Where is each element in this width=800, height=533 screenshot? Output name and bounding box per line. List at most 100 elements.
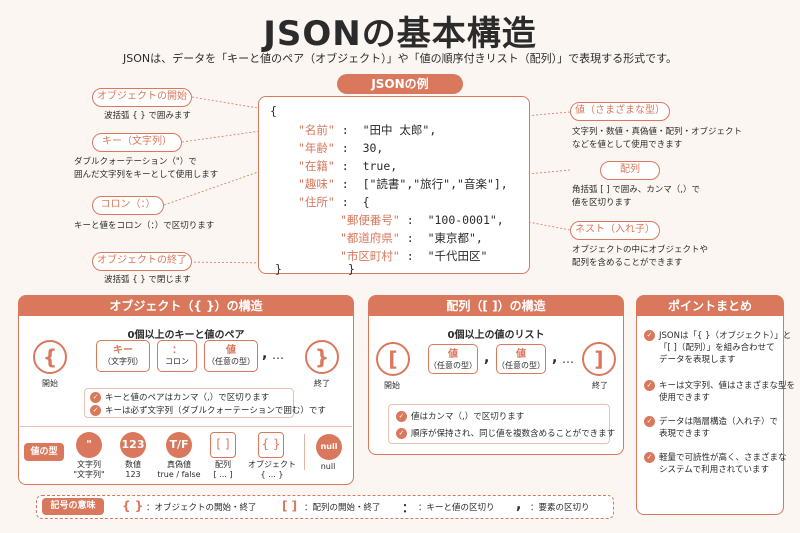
symbol-legend [36, 495, 614, 519]
note-desc: などを値として使用できます [572, 140, 683, 150]
legend-desc: ：要素の区切り [530, 503, 590, 513]
note-desc: ダブルクォーテーション（"）で [74, 157, 197, 167]
value-box-label: 値 [226, 345, 236, 356]
type-label: null [320, 462, 336, 471]
code-example-box [258, 96, 530, 274]
string-type-icon: " [76, 432, 102, 458]
code-key: "市区町村" [340, 249, 400, 263]
type-label: オブジェクト{ ... } [248, 460, 296, 479]
code-line: "住所" : { [298, 194, 370, 210]
code-value: : 30, [341, 141, 384, 155]
note-colon: コロン（：） [92, 196, 164, 215]
code-value: : "千代田区" [406, 249, 488, 263]
point-item: ✓JSONは「{ }（オブジェクト）」と「[ ]（配列）」を組み合わせてデータを… [644, 330, 791, 366]
array-panel-header: 配列（[ ]）の構造 [369, 296, 623, 316]
check-icon: ✓ [644, 330, 655, 341]
code-key: "住所" [298, 195, 335, 209]
code-line: "名前" : "田中 太郎", [298, 122, 436, 138]
note-array: 配列 [600, 161, 660, 180]
points-panel: ポイントまとめ [636, 295, 784, 515]
type-label: 配列[ ... ] [213, 460, 233, 479]
object-open-icon: { [33, 340, 67, 374]
note-key: キー（文字列） [92, 133, 182, 152]
start-label: 開始 [384, 381, 400, 390]
value-box: 値 （任意の型） [496, 344, 546, 374]
array-notes-box [388, 404, 610, 444]
code-value: : "100-0001", [406, 213, 504, 227]
check-icon: ✓ [644, 452, 655, 463]
comma-symbol: , [484, 350, 490, 366]
note-text: キーは必ず文字列（ダブルクォーテーションで囲む）です [105, 406, 326, 416]
note-desc: キーと値をコロン（：）で区切ります [74, 221, 215, 231]
value-box-sub: （任意の型） [207, 357, 255, 366]
code-value: : true, [341, 159, 398, 173]
example-header: JSONの例 [337, 74, 463, 94]
legend-tag: 記号の意味 [42, 498, 104, 515]
code-key: "在籍" [298, 159, 335, 173]
code-value: : "田中 太郎", [341, 123, 437, 137]
code-key: "趣味" [298, 177, 335, 191]
array-type-icon: [ ] [210, 432, 236, 458]
array-caption: 0個以上の値のリスト [447, 330, 545, 341]
bracket-symbol: [ ] [282, 499, 298, 513]
object-caption: 0個以上のキーと値のペア [127, 330, 245, 341]
code-key: "郵便番号" [340, 213, 400, 227]
end-label: 終了 [314, 379, 330, 388]
note-desc: 文字列・数値・真偽値・配列・オブジェクト [572, 127, 743, 137]
check-icon: ✓ [90, 392, 101, 403]
note-desc: 値を区切ります [572, 198, 632, 208]
note-desc: オブジェクトの中にオブジェクトや [572, 245, 709, 255]
colon-box: ： コロン [157, 340, 197, 372]
object-panel-header: オブジェクト（{ }）の構造 [19, 296, 353, 316]
number-type-icon: 123 [120, 432, 146, 458]
comma-symbol: , [552, 350, 558, 366]
check-icon: ✓ [90, 405, 101, 416]
code-line: "年齢" : 30, [298, 140, 383, 156]
page-title: JSONの基本構造 [263, 14, 537, 54]
code-line: } [275, 262, 282, 276]
null-type-icon: null [316, 434, 342, 460]
divider [304, 434, 305, 470]
value-types-tag: 値の型 [24, 443, 64, 461]
object-close-icon: } [305, 340, 339, 374]
note-object-start: オブジェクトの開始 [92, 88, 192, 107]
note-object-end: オブジェクトの終了 [92, 252, 192, 271]
note-desc: 波括弧 { } で閉じます [104, 275, 191, 285]
note-text: 順序が保持され、同じ値を複数含めることができます [411, 429, 616, 439]
object-note: ✓ キーは必ず文字列（ダブルクォーテーションで囲む）です [90, 404, 326, 416]
type-label: 文字列"文字列" [73, 460, 105, 479]
colon-box-label: ： [172, 345, 182, 356]
check-icon: ✓ [644, 380, 655, 391]
code-line: "趣味" : ["読書","旅行","音楽"], [298, 176, 508, 192]
array-note: ✓値はカンマ（,）で区切ります [396, 410, 524, 422]
code-value: : ["読書","旅行","音楽"], [341, 177, 508, 191]
ellipsis-symbol: … [272, 348, 284, 362]
boolean-type-icon: T/F [166, 432, 192, 458]
point-item: ✓軽量で可読性が高く、さまざまなシステムで利用されています [644, 452, 787, 476]
brace-symbol: { } [122, 499, 144, 513]
ellipsis-symbol: … [562, 352, 574, 366]
value-box: 値 （任意の型） [428, 344, 478, 374]
note-nest: ネスト（入れ子） [570, 221, 660, 240]
point-item: ✓キーは文字列、値はさまざまな型を使用できます [644, 380, 795, 404]
colon-symbol: ： [402, 501, 415, 515]
code-value: : { [341, 195, 370, 209]
value-box: 値 （任意の型） [204, 340, 258, 372]
note-desc: 囲んだ文字列をキーとして使用します [74, 170, 219, 180]
note-value: 値（さまざまな型） [570, 102, 670, 121]
point-item: ✓データは階層構造（入れ子）で表現できます [644, 416, 778, 440]
comma-symbol: , [262, 346, 268, 362]
object-type-icon: { } [258, 432, 284, 458]
code-key: "名前" [298, 123, 335, 137]
comma-symbol: , [516, 497, 522, 513]
note-text: 値はカンマ（,）で区切ります [411, 412, 525, 422]
code-key: "年齢" [298, 141, 335, 155]
code-line: { [270, 104, 277, 118]
object-note: ✓キーと値のペアはカンマ（,）で区切ります [90, 391, 269, 403]
code-line: "在籍" : true, [298, 158, 397, 174]
array-note: ✓順序が保持され、同じ値を複数含めることができます [396, 427, 615, 439]
key-box-label: キー [113, 345, 133, 356]
colon-box-sub: コロン [165, 357, 189, 366]
key-box-sub: （文字列） [103, 357, 143, 366]
